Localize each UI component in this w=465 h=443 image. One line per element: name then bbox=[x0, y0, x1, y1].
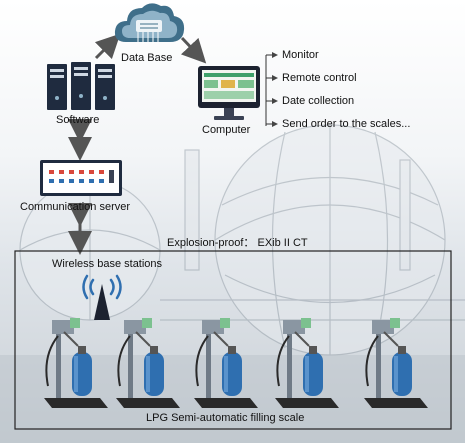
field-area-frame bbox=[14, 250, 452, 430]
filling-scale-5 bbox=[363, 317, 429, 409]
wireless-stations-label: Wireless base stations bbox=[52, 258, 163, 270]
server-rack-icon bbox=[47, 62, 115, 110]
computer-monitor-icon bbox=[198, 66, 260, 120]
arrow-software-to-database bbox=[94, 33, 121, 60]
function-monitor: Monitor bbox=[282, 49, 319, 61]
communication-server-icon bbox=[40, 160, 122, 196]
function-remote-control: Remote control bbox=[282, 72, 357, 84]
filling-scale-1 bbox=[43, 317, 109, 409]
arrow-database-to-computer bbox=[180, 36, 207, 64]
function-send-order: Send order to the scales... bbox=[282, 118, 411, 130]
filling-scale-4 bbox=[274, 317, 340, 409]
software-label: Software bbox=[56, 114, 100, 126]
communication-server-label: Communication server bbox=[20, 201, 131, 213]
cloud-database-icon bbox=[114, 3, 185, 44]
explosion-proof-label: Explosion-proof： EXib II CT bbox=[167, 237, 308, 249]
wireless-antenna-icon bbox=[82, 274, 122, 320]
filling-scale-3 bbox=[193, 317, 259, 409]
function-date-collection: Date collection bbox=[282, 95, 355, 107]
filling-scale-label: LPG Semi-automatic filling scale bbox=[146, 412, 305, 424]
filling-scale-2 bbox=[115, 317, 181, 409]
computer-label: Computer bbox=[202, 124, 251, 136]
database-label: Data Base bbox=[121, 52, 173, 64]
